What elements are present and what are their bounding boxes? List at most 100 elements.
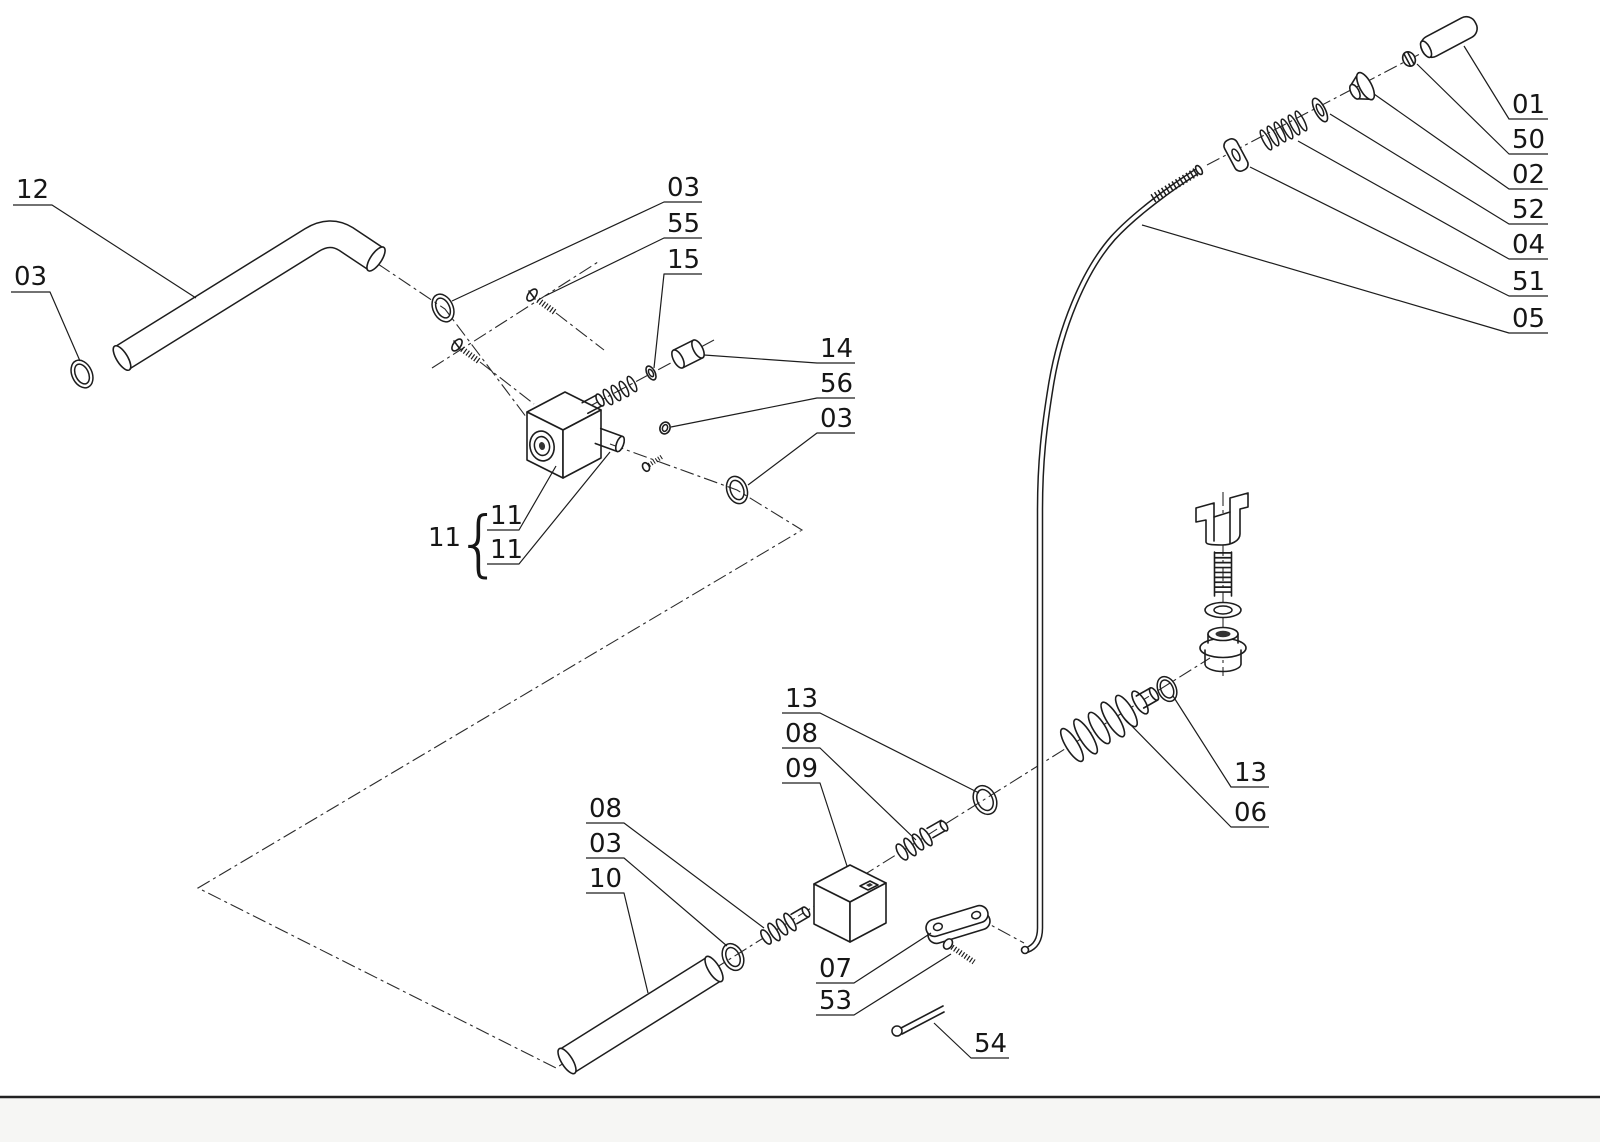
valve-stem-end [595,393,605,407]
part-grip-01 [1419,15,1478,59]
callout-02: 02 [1512,160,1545,190]
leader-50 [1416,63,1548,155]
part-ferrule-15 [645,365,657,381]
lever-hole-left [932,922,944,932]
callout-11-upper: 11 [490,501,523,531]
leader-09 [782,782,848,867]
tube12-core [115,221,383,369]
callout-09: 09 [785,754,818,784]
centerline-screws [431,261,599,369]
callout-13-right: 13 [1234,758,1267,788]
leader-51 [1249,166,1548,297]
valve-right-face [562,409,602,479]
callout-05: 05 [1512,304,1545,334]
leader-53 [816,953,952,1016]
part-cotter-pin-54 [891,1005,945,1037]
part-screw-55-a [526,288,558,316]
page-footer-edge [0,1095,1600,1142]
callout-51: 51 [1512,267,1545,297]
part-washer-52 [1311,97,1329,123]
part-anchor-plate-51 [1223,138,1249,172]
valve-boss-mid [533,435,551,457]
callout-01: 01 [1512,90,1545,120]
seat-bottom [1204,663,1242,673]
callouts: 01 50 02 52 04 51 05 12 03 03 55 15 14 5… [11,45,1548,1059]
part-valve-body-11 [526,391,626,479]
leader-02 [1373,93,1548,190]
callout-50: 50 [1512,125,1545,155]
centerline-handle [1206,31,1463,166]
part-spring-valve [602,375,638,406]
bellows-neck [1135,687,1159,709]
centerline-main-zigzag [196,443,1211,1069]
callout-03-left: 03 [14,262,47,292]
seat-hole [1215,630,1231,638]
part-threaded-stem [1213,551,1233,597]
tube12-end-left [112,344,132,372]
valve-outlet-end [614,435,626,453]
part-body-09 [813,864,887,943]
cable-eyelet [1020,945,1030,955]
part-bellows-06 [1059,687,1160,763]
part-oring-03-low [721,942,745,972]
cable-outline [1025,167,1201,954]
leader-08-upper [782,747,917,841]
part-cup-washer-02 [1348,71,1376,101]
part-bent-tube-12 [112,220,386,372]
centerline-tube-to-valve [377,263,537,431]
part-tube-10 [557,955,724,1075]
callout-52: 52 [1512,195,1545,225]
callout-03-valve: 03 [820,404,853,434]
part-lever-07 [925,904,991,945]
leader-01 [1463,45,1548,120]
leader-08-lower [586,822,765,929]
leader-13-right [1172,695,1269,788]
leader-06 [1123,717,1269,828]
part-screw-53 [942,938,976,965]
leader-55 [544,237,702,297]
callout-14: 14 [820,334,853,364]
leader-03-low [586,857,728,947]
leader-14 [703,354,855,364]
part-cable-05 [1020,164,1204,955]
leader-12 [13,204,197,299]
leader-04 [1297,140,1548,260]
part-nut-50 [1401,51,1417,67]
callout-11-group: 11 [428,523,461,553]
part-oring-03-top [431,293,455,323]
leader-11-upper [487,465,557,531]
callout-53: 53 [819,986,852,1016]
part-spring-04 [1259,110,1308,151]
part-nut-56 [659,421,671,435]
part-oring-13-right [1156,675,1178,703]
screw-b-slot [453,340,461,350]
callout-03-low: 03 [589,829,622,859]
leader-03-valve [747,432,855,486]
centerline-screw-b [479,361,535,405]
valve-outlet-stub [594,427,624,453]
part-oring-03-left [70,359,94,389]
body09-right-face [849,882,887,943]
leader-54 [933,1022,1009,1059]
callout-07: 07 [819,954,852,984]
callout-08-upper: 08 [785,719,818,749]
valve-boss-hole [538,442,546,450]
cable-core [1026,168,1200,952]
callout-10: 10 [589,864,622,894]
centerline-screw-a [555,312,605,351]
leader-03-top [451,201,702,302]
part-wing-cap [1195,492,1249,546]
part-bushing-14 [671,339,705,369]
seat-flange [1199,637,1247,659]
callout-06: 06 [1234,798,1267,828]
part-screw-small [641,454,665,473]
leader-15 [653,273,702,369]
callout-11-lower: 11 [490,535,523,565]
part-fitting-08-left [760,906,811,945]
part-valve-seat-body [1199,626,1247,673]
leader-10 [586,892,649,994]
cable-thread-hatch [1149,168,1199,203]
cable-end-cap [1194,164,1204,176]
callout-15: 15 [667,245,700,275]
